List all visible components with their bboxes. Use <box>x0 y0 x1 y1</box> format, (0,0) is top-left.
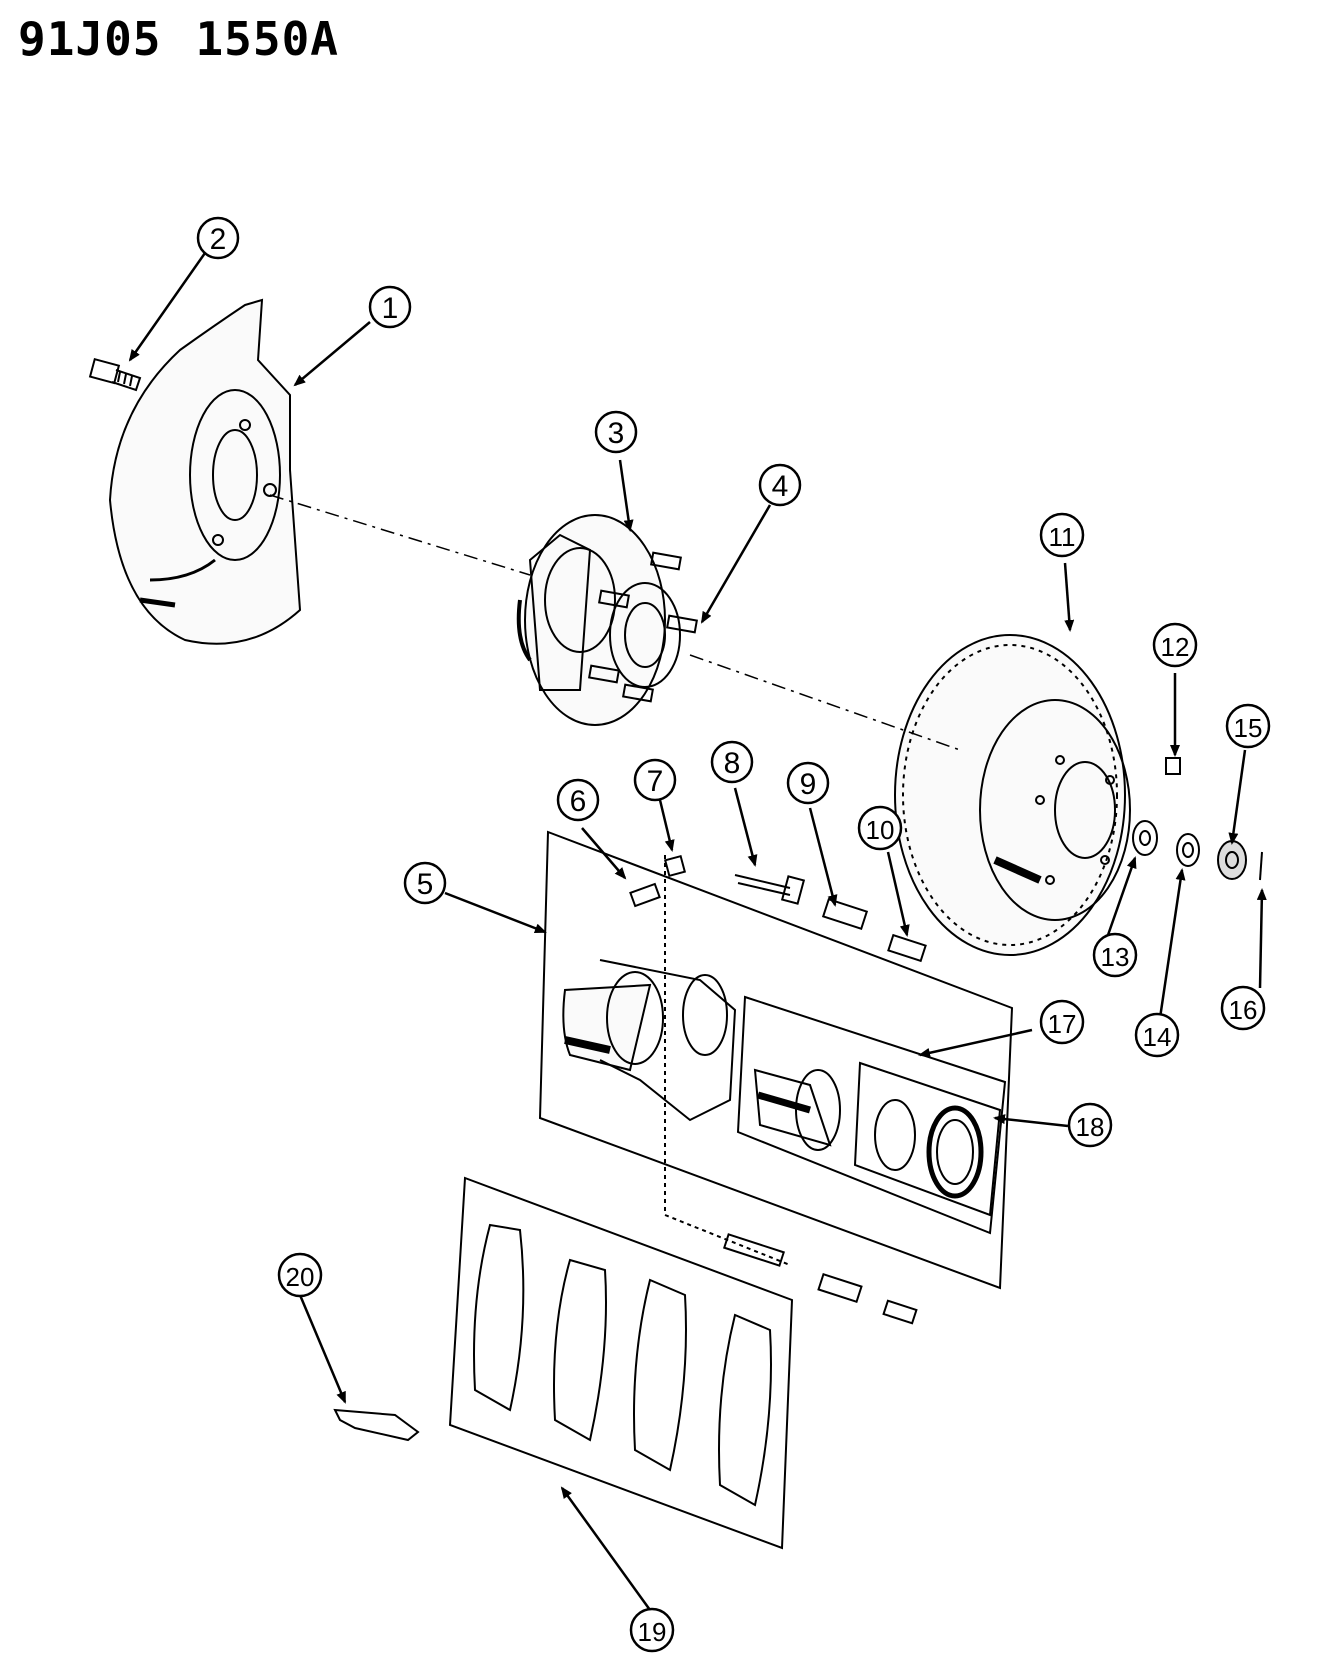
callout-15: 15 <box>1225 703 1271 749</box>
svg-text:15: 15 <box>1234 713 1263 743</box>
callout-11: 11 <box>1039 512 1085 558</box>
guide-pin-bushing <box>821 898 869 930</box>
bleeder-screw <box>629 882 661 908</box>
svg-text:4: 4 <box>772 470 789 503</box>
callout-19: 19 <box>629 1607 675 1653</box>
callout-17: 17 <box>1039 999 1085 1045</box>
callout-2: 2 <box>196 216 240 260</box>
callout-7: 7 <box>633 758 677 802</box>
callout-16: 16 <box>1220 985 1266 1031</box>
svg-text:3: 3 <box>608 417 625 450</box>
svg-text:9: 9 <box>800 768 817 801</box>
callout-9: 9 <box>786 761 830 805</box>
callout-20: 20 <box>277 1252 323 1298</box>
svg-text:5: 5 <box>417 868 434 901</box>
diagram-code: 91J05 <box>18 12 162 66</box>
bleeder-cap <box>663 854 687 878</box>
svg-text:20: 20 <box>286 1262 315 1292</box>
callout-12: 12 <box>1152 622 1198 668</box>
diagram-header: 91J05 1550A <box>18 12 373 66</box>
callout-18: 18 <box>1067 1102 1113 1148</box>
svg-text:8: 8 <box>724 747 741 780</box>
guide-pin-bolt <box>734 874 806 905</box>
brake-shield <box>108 298 302 645</box>
callout-14: 14 <box>1134 1012 1180 1058</box>
guide-pin-sleeve <box>887 933 927 963</box>
seal-kit-box <box>853 1061 1002 1217</box>
svg-text:14: 14 <box>1143 1022 1172 1052</box>
callout-1: 1 <box>368 285 412 329</box>
svg-text:17: 17 <box>1048 1009 1077 1039</box>
shield-bolt <box>88 357 142 392</box>
diagram-number: 1550A <box>195 12 339 66</box>
svg-text:13: 13 <box>1101 942 1130 972</box>
callout-4: 4 <box>758 463 802 507</box>
caliper-panel <box>538 830 1014 1290</box>
wheel-studs <box>588 551 698 703</box>
balance-weight <box>1165 757 1181 775</box>
svg-text:1: 1 <box>382 292 399 325</box>
hub-retainer <box>1176 833 1200 867</box>
svg-text:16: 16 <box>1229 995 1258 1025</box>
svg-text:12: 12 <box>1161 632 1190 662</box>
assembly-center-line <box>269 494 961 751</box>
cotter-pin <box>1259 851 1263 881</box>
hub-nut <box>1217 840 1247 880</box>
svg-text:11: 11 <box>1049 522 1076 552</box>
svg-text:18: 18 <box>1076 1112 1105 1142</box>
brake-rotor <box>894 634 1131 956</box>
callout-3: 3 <box>594 410 638 454</box>
hub-bearing <box>516 514 681 726</box>
svg-text:19: 19 <box>638 1617 667 1647</box>
svg-text:2: 2 <box>210 223 227 256</box>
svg-text:6: 6 <box>570 785 587 818</box>
brake-pads-panel <box>448 1176 794 1550</box>
anti-rattle-clip <box>333 1408 420 1442</box>
callout-10: 10 <box>857 805 903 851</box>
callout-6: 6 <box>556 778 600 822</box>
lower-pins <box>722 1233 918 1325</box>
callout-13: 13 <box>1092 932 1138 978</box>
svg-text:10: 10 <box>866 815 895 845</box>
callout-8: 8 <box>710 740 754 784</box>
washer <box>1132 820 1158 856</box>
svg-text:7: 7 <box>647 765 664 798</box>
callout-5: 5 <box>403 861 447 905</box>
leader-arrows <box>128 252 1267 1611</box>
